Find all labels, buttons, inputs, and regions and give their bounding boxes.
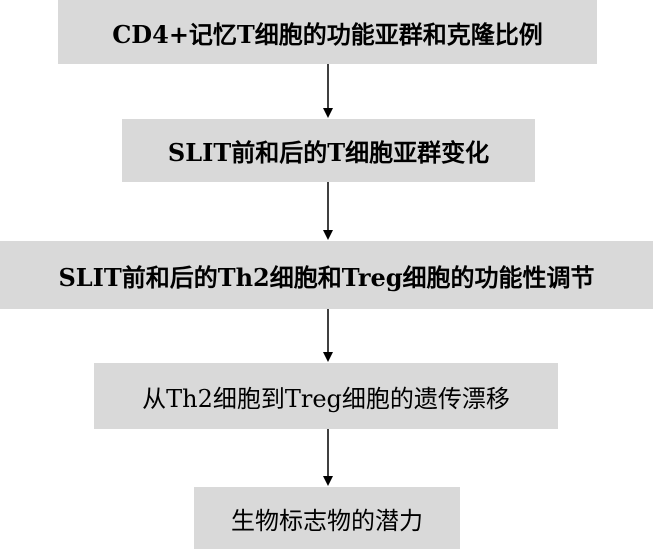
step-box-5: 生物标志物的潜力 <box>194 487 460 549</box>
step-box-4: 从Th2细胞到Treg细胞的遗传漂移 <box>94 363 558 429</box>
step-box-3: SLIT前和后的Th2细胞和Treg细胞的功能性调节 <box>0 241 653 309</box>
step-label-5: 生物标志物的潜力 <box>231 506 423 535</box>
step-label-2: SLIT前和后的T细胞亚群变化 <box>167 138 490 167</box>
arrow-2 <box>323 182 333 240</box>
arrow-4 <box>323 429 333 486</box>
step-box-2: SLIT前和后的T细胞亚群变化 <box>122 119 535 182</box>
step-box-1: CD4+记忆T细胞的功能亚群和克隆比例 <box>58 0 597 64</box>
arrow-3 <box>323 309 333 362</box>
step-label-1: CD4+记忆T细胞的功能亚群和克隆比例 <box>112 19 543 49</box>
arrow-1 <box>323 64 333 118</box>
step-label-3: SLIT前和后的Th2细胞和Treg细胞的功能性调节 <box>58 262 595 292</box>
step-label-4: 从Th2细胞到Treg细胞的遗传漂移 <box>142 384 510 413</box>
